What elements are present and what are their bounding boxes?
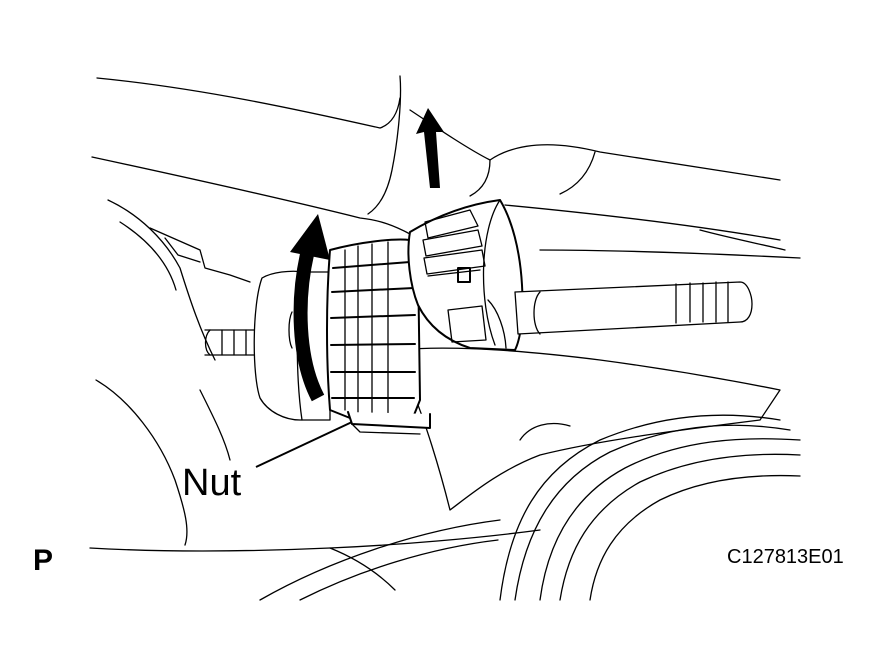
nut-cylinder xyxy=(253,270,331,421)
nut-label: Nut xyxy=(182,462,242,504)
nut-leader-line xyxy=(255,421,353,468)
upward-arrow-icon xyxy=(416,108,444,188)
lower-cover xyxy=(397,347,781,511)
wire-harness xyxy=(259,414,801,601)
view-letter: P xyxy=(33,544,54,577)
rotation-arrow-icon xyxy=(290,214,330,402)
steering-shaft xyxy=(514,281,753,335)
switch-housing xyxy=(407,199,524,351)
nut xyxy=(326,238,431,435)
figure-code: C127813E01 xyxy=(727,546,844,568)
